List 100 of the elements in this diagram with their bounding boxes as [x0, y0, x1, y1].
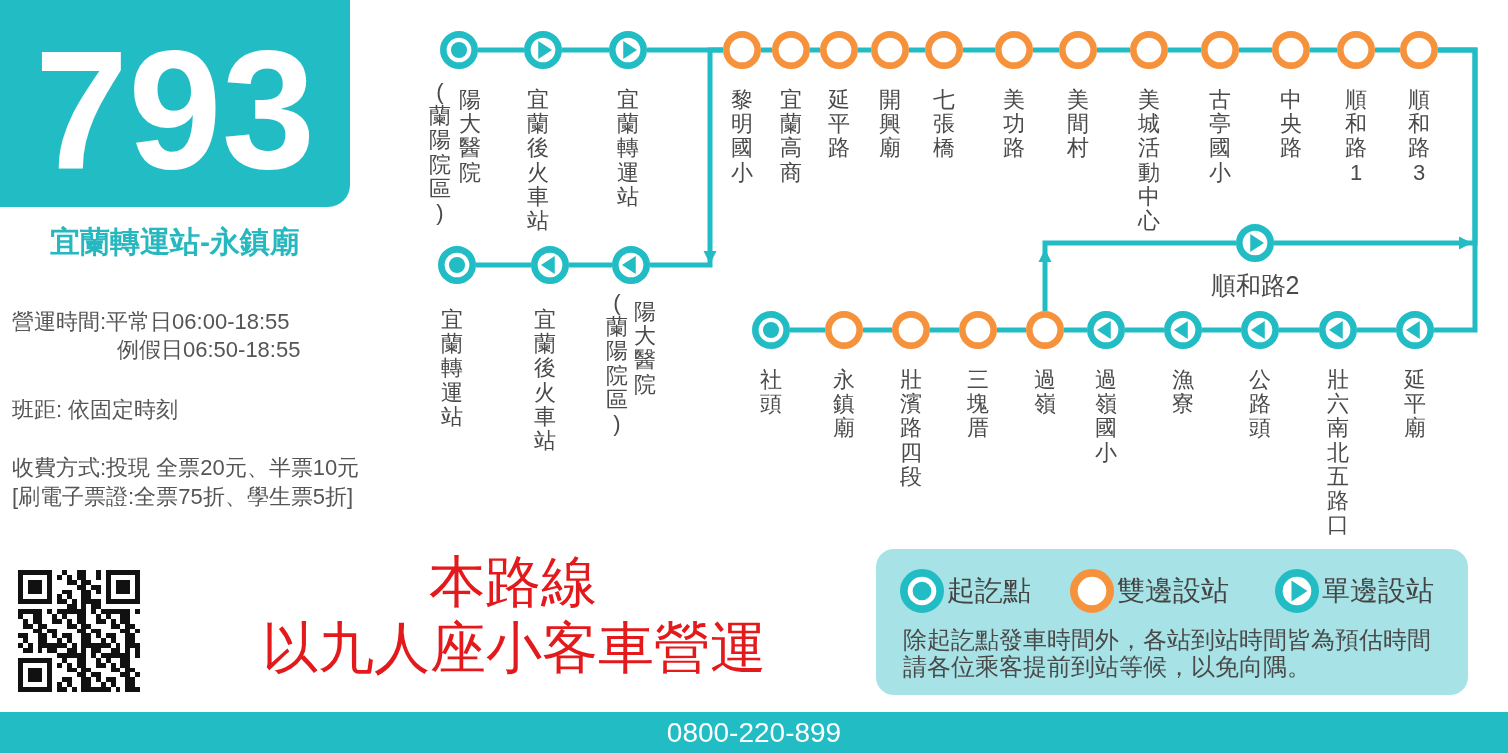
- stop-name: (蘭陽院區): [429, 80, 451, 226]
- info-text: 收費方式:投現 全票20元、半票10元: [12, 455, 360, 481]
- one-way-stop-marker: [1236, 224, 1274, 262]
- two-way-stop-marker: [959, 311, 997, 349]
- route-line: [1097, 47, 1130, 53]
- route-line: [909, 47, 925, 53]
- route-line: [1202, 327, 1241, 333]
- one-way-stop-marker: [1241, 311, 1279, 349]
- stop-name: 宜蘭轉運站: [441, 308, 463, 429]
- route-line: [1310, 47, 1337, 53]
- info-text: 營運時間:平常日06:00-18:55: [12, 309, 290, 335]
- stop-name: 過嶺國小: [1095, 368, 1117, 465]
- phone-number: 0800-220-899: [666, 718, 842, 747]
- route-number-panel: [0, 0, 350, 207]
- stop-name: 美功路: [1003, 88, 1025, 161]
- route-line: [997, 327, 1026, 333]
- stop-name: 陽大醫院: [634, 300, 656, 397]
- stop-name: 古亭國小: [1209, 88, 1231, 185]
- stop-name: 公路頭: [1249, 368, 1271, 441]
- route-line: [1375, 47, 1400, 53]
- stop-name: 七張橋: [933, 88, 955, 161]
- legend-label: 雙邊設站: [1117, 577, 1229, 605]
- stop-name: 美城活動中心: [1138, 88, 1160, 234]
- stop-name: 永鎮廟: [833, 368, 855, 441]
- two-way-stop-marker: [1337, 31, 1375, 69]
- one-way-stop-marker: [1319, 311, 1357, 349]
- route-line: [1064, 327, 1087, 333]
- two-way-stop-marker: [1026, 311, 1064, 349]
- two-way-stop-marker: [772, 31, 810, 69]
- note-text: 請各位乘客提前到站等候，以免向隅。: [903, 653, 1312, 680]
- two-way-stop-marker: [1130, 31, 1168, 69]
- stop-name: 延平廟: [1404, 368, 1426, 441]
- stop-name: 過嶺: [1034, 368, 1056, 417]
- route-line: [963, 47, 995, 53]
- legend-label: 單邊設站: [1322, 577, 1434, 605]
- two-way-stop-marker: [825, 311, 863, 349]
- route-line: [858, 47, 871, 53]
- route-line: [930, 327, 959, 333]
- stop-name: 順和路1: [1345, 88, 1367, 185]
- two-way-stop-marker: [820, 31, 858, 69]
- terminal-stop-marker: [438, 246, 476, 284]
- stop-name: 黎明國小: [731, 88, 753, 185]
- stop-name: 順和路3: [1408, 88, 1430, 185]
- one-way-stop-marker: [531, 246, 569, 284]
- route-line: [562, 47, 609, 53]
- route-line: [1168, 47, 1201, 53]
- stop-name: 中央路: [1280, 88, 1302, 161]
- route-line: [810, 47, 820, 53]
- route-line: [790, 327, 825, 333]
- stop-name: 壯濱路四段: [900, 368, 922, 489]
- stop-name: 壯六南北五路口: [1327, 368, 1349, 538]
- route-line: [1357, 327, 1396, 333]
- stop-name: 社頭: [760, 368, 782, 417]
- legend-label: 起訖點: [947, 577, 1031, 605]
- notice-text: 本路線: [429, 554, 597, 610]
- one-way-stop-marker: [524, 31, 562, 69]
- notice-text: 以九人座小客車營運: [262, 620, 766, 676]
- footer-band: [0, 712, 1508, 753]
- legend-panel: [876, 549, 1468, 695]
- two-way-stop-marker: [1059, 31, 1097, 69]
- two-way-stop-marker: [723, 31, 761, 69]
- stop-name: 宜蘭後火車站: [527, 88, 549, 234]
- route-line: [761, 47, 772, 53]
- one-way-stop-marker: [1396, 311, 1434, 349]
- stop-name: 開興廟: [879, 88, 901, 161]
- stop-name: 宜蘭後火車站: [534, 308, 556, 454]
- route-line: [1033, 47, 1059, 53]
- route-number: 793: [33, 26, 317, 194]
- info-text: 例假日06:50-18:55: [117, 337, 301, 363]
- route-line: [1125, 327, 1164, 333]
- stop-name: 陽大醫院: [459, 88, 481, 185]
- one-way-stop-marker: [609, 31, 647, 69]
- two-way-stop-marker: [871, 31, 909, 69]
- stop-name: 順和路2: [1210, 273, 1300, 298]
- one-way-stop-marker: [612, 246, 650, 284]
- info-text: 班距: 依固定時刻: [12, 397, 179, 423]
- one-way-stop-marker: [1164, 311, 1202, 349]
- two-way-stop-marker: [1400, 31, 1438, 69]
- terminal-stop-marker: [752, 311, 790, 349]
- stop-name: 宜蘭高商: [780, 88, 802, 185]
- note-text: 除起訖點發車時間外，各站到站時間皆為預估時間: [903, 626, 1431, 653]
- info-text: [刷電子票證:全票75折、學生票5折]: [12, 484, 354, 510]
- two-way-stop-marker: [925, 31, 963, 69]
- route-line: [1279, 327, 1319, 333]
- route-line: [476, 262, 531, 268]
- stop-name: 美間村: [1067, 88, 1089, 161]
- route-line: [478, 47, 524, 53]
- stop-name: 宜蘭轉運站: [617, 88, 639, 209]
- two-way-stop-marker: [1272, 31, 1310, 69]
- stop-name: 延平路: [828, 88, 850, 161]
- stop-name: (蘭陽院區): [606, 291, 628, 437]
- two-way-stop-marker: [1201, 31, 1239, 69]
- route-name: 宜蘭轉運站-永鎮廟: [49, 224, 301, 260]
- route-line: [863, 327, 892, 333]
- route-line: [569, 262, 612, 268]
- stop-name: 三塊厝: [967, 368, 989, 441]
- two-way-stop-marker: [995, 31, 1033, 69]
- route-line: [1239, 47, 1272, 53]
- one-way-stop-marker: [1087, 311, 1125, 349]
- stop-name: 漁寮: [1172, 368, 1194, 417]
